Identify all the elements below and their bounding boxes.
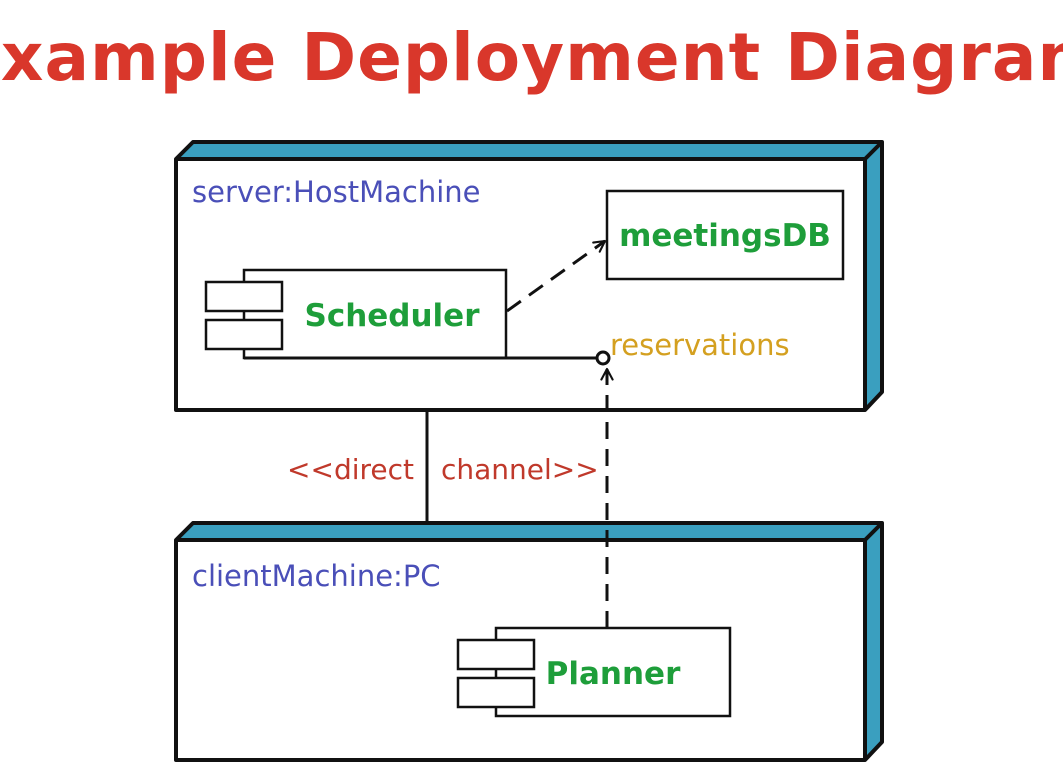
scheduler-component-body	[242, 268, 508, 360]
scheduler-component: Scheduler	[204, 268, 508, 360]
scheduler-component-tab-bottom	[204, 318, 284, 351]
direct-channel-label-left: <<direct	[287, 453, 414, 486]
meetings-db-artifact: meetingsDB	[605, 189, 845, 281]
server-node-label: server:HostMachine	[192, 175, 481, 209]
server-node-top-face	[176, 142, 882, 159]
server-node-outline	[174, 140, 884, 412]
scheduler-to-db-dependency	[506, 239, 607, 313]
client-node-outline	[174, 521, 884, 762]
diagram-title: Example Deployment Diagram	[0, 19, 1063, 96]
planner-component-tab-bottom	[456, 676, 536, 709]
planner-component-tab-top	[456, 638, 536, 671]
meetings-db-box	[605, 189, 845, 281]
client-node-top-face	[176, 523, 882, 540]
client-node: clientMachine:PC	[174, 521, 884, 762]
scheduler-component-tab-top	[204, 280, 284, 313]
planner-component-label: Planner	[546, 656, 681, 692]
client-node-label: clientMachine:PC	[192, 559, 441, 593]
direct-channel-label-right: channel>>	[441, 453, 599, 486]
reservations-interface-circle	[595, 350, 611, 366]
server-node-side-face	[865, 142, 882, 410]
scheduler-component-label: Scheduler	[305, 298, 481, 334]
client-node-side-face	[865, 523, 882, 760]
meetings-db-label: meetingsDB	[619, 218, 831, 254]
planner-component: Planner	[456, 626, 732, 718]
reservations-interface-label: reservations	[610, 328, 790, 362]
